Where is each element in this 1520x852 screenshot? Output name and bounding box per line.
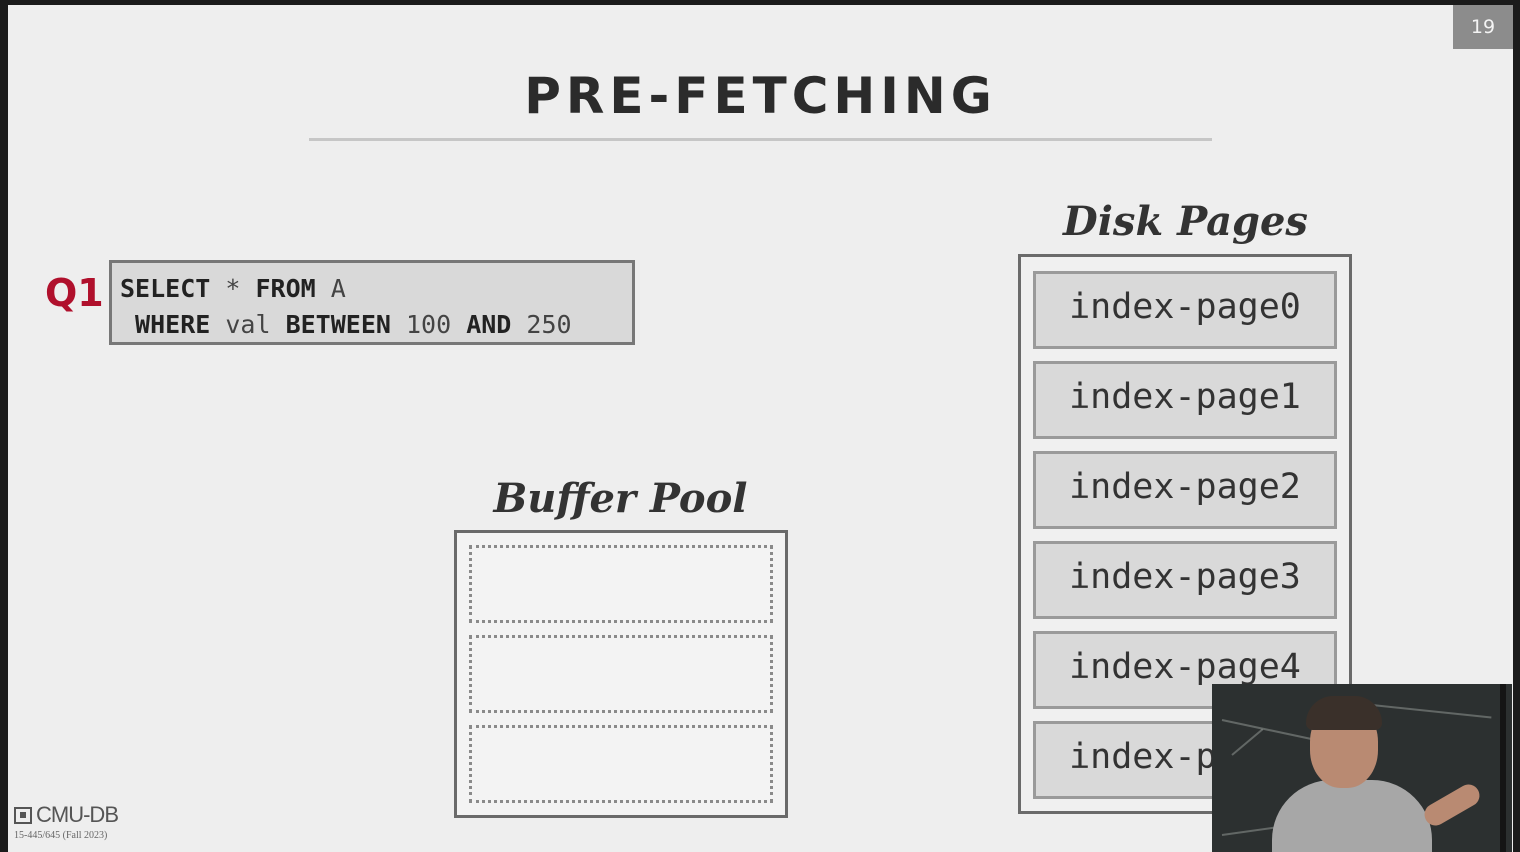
buffer-frame xyxy=(469,635,773,713)
sql-text: * xyxy=(210,274,256,303)
sql-keyword: AND xyxy=(466,310,512,339)
disk-page: index-page0 xyxy=(1033,271,1337,349)
sql-keyword: FROM xyxy=(255,274,316,303)
chalk-mark xyxy=(1371,704,1492,719)
sql-keyword: BETWEEN xyxy=(285,310,391,339)
slide: 19 PRE-FETCHING Q1 SELECT * FROM A WHERE… xyxy=(8,5,1513,852)
disk-pages: index-page0 index-page1 index-page2 inde… xyxy=(1018,254,1352,814)
logo-text: CMU-DB xyxy=(36,802,119,827)
sql-text: 100 xyxy=(390,310,467,339)
chalk-mark xyxy=(1231,728,1264,756)
cmu-db-logo: CMU-DB 15-445/645 (Fall 2023) xyxy=(14,802,119,841)
title-divider xyxy=(309,138,1212,141)
disk-page: index-page3 xyxy=(1033,541,1337,619)
webcam-overlay xyxy=(1212,684,1512,852)
presenter-body xyxy=(1272,780,1432,852)
sql-keyword: SELECT xyxy=(120,274,211,303)
database-icon xyxy=(14,806,32,824)
sql-query-box: SELECT * FROM A WHERE val BETWEEN 100 AN… xyxy=(109,260,635,345)
buffer-pool xyxy=(454,530,788,818)
disk-page: index-page1 xyxy=(1033,361,1337,439)
webcam-border xyxy=(1500,684,1506,852)
disk-pages-title: Disk Pages xyxy=(1063,198,1308,245)
presenter-hair xyxy=(1306,696,1382,730)
buffer-frame xyxy=(469,545,773,623)
buffer-pool-title: Buffer Pool xyxy=(493,475,748,522)
slide-number: 19 xyxy=(1453,5,1513,49)
sql-text: val xyxy=(210,310,286,339)
course-label: 15-445/645 (Fall 2023) xyxy=(14,830,108,841)
buffer-frame xyxy=(469,725,773,803)
sql-text: 250 xyxy=(511,310,572,339)
sql-keyword: WHERE xyxy=(120,310,211,339)
presenter-arm xyxy=(1420,780,1484,830)
sql-text: A xyxy=(315,274,346,303)
disk-page: index-page4 xyxy=(1033,631,1337,709)
query-label: Q1 xyxy=(45,271,104,315)
disk-page: index-page2 xyxy=(1033,451,1337,529)
slide-title: PRE-FETCHING xyxy=(524,67,997,125)
